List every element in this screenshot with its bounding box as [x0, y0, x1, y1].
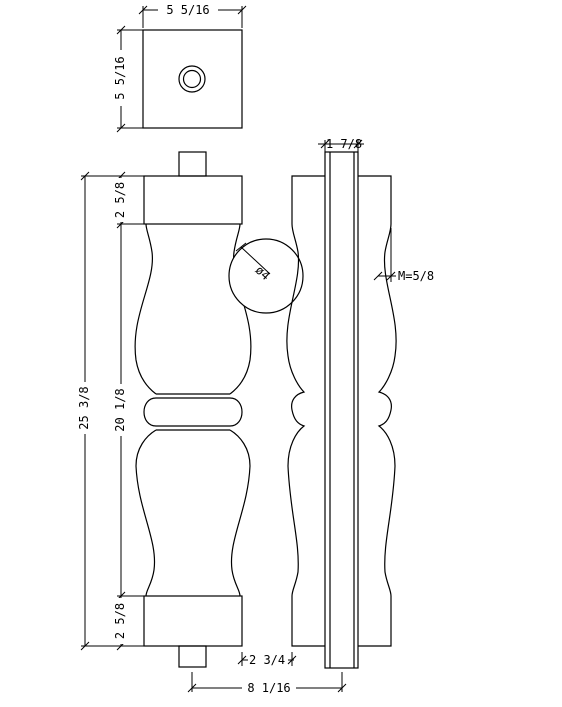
- label-cap-bottom: 2 5/8: [113, 603, 127, 639]
- dim-top-height: 5 5/16: [112, 25, 143, 133]
- top-view-inner-ring: [182, 69, 202, 89]
- left-profile-upper: [134, 223, 157, 395]
- label-top-height: 5 5/16: [113, 56, 127, 99]
- diameter-circle: [228, 238, 304, 314]
- top-cap: [143, 175, 243, 225]
- dim-side-thickness: 1 7/8: [318, 137, 364, 152]
- dim-overall-height: 25 3/8: [77, 171, 144, 651]
- label-cap-top: 2 5/8: [113, 182, 127, 218]
- bottom-pin: [178, 645, 207, 668]
- dim-overall-width: 8 1/16: [187, 672, 347, 695]
- label-pin-offset: 2 3/4: [249, 653, 285, 667]
- front-elevation: [134, 151, 252, 668]
- label-turned-length: 20 1/8: [113, 388, 127, 431]
- label-top-width: 5 5/16: [166, 3, 209, 17]
- top-view: [142, 29, 243, 129]
- bottom-cap: [143, 595, 243, 647]
- dim-profile-depth: M=5/8: [373, 228, 434, 283]
- diameter-circle-group: ø4: [228, 238, 304, 314]
- label-side-thickness: 1 7/8: [326, 137, 362, 151]
- dim-cap-top: 2 5/8: [113, 171, 129, 224]
- label-overall-width: 8 1/16: [247, 681, 290, 695]
- top-view-outer-ring: [178, 65, 206, 93]
- side-section: [286, 151, 397, 669]
- side-left-profile: [286, 175, 325, 647]
- dim-turned-length: 20 1/8: [113, 219, 144, 601]
- side-right-profile: [358, 175, 397, 647]
- dim-pin-offset: 2 3/4: [237, 652, 297, 667]
- dim-top-width: 5 5/16: [138, 2, 247, 28]
- label-overall-height: 25 3/8: [77, 386, 91, 429]
- middle-ring: [143, 397, 243, 427]
- left-profile-lower: [135, 429, 157, 597]
- top-view-square: [142, 29, 243, 129]
- dim-cap-bottom: 2 5/8: [113, 596, 129, 651]
- right-profile-lower: [229, 429, 251, 597]
- label-profile-depth: M=5/8: [398, 269, 434, 283]
- top-pin: [178, 151, 207, 177]
